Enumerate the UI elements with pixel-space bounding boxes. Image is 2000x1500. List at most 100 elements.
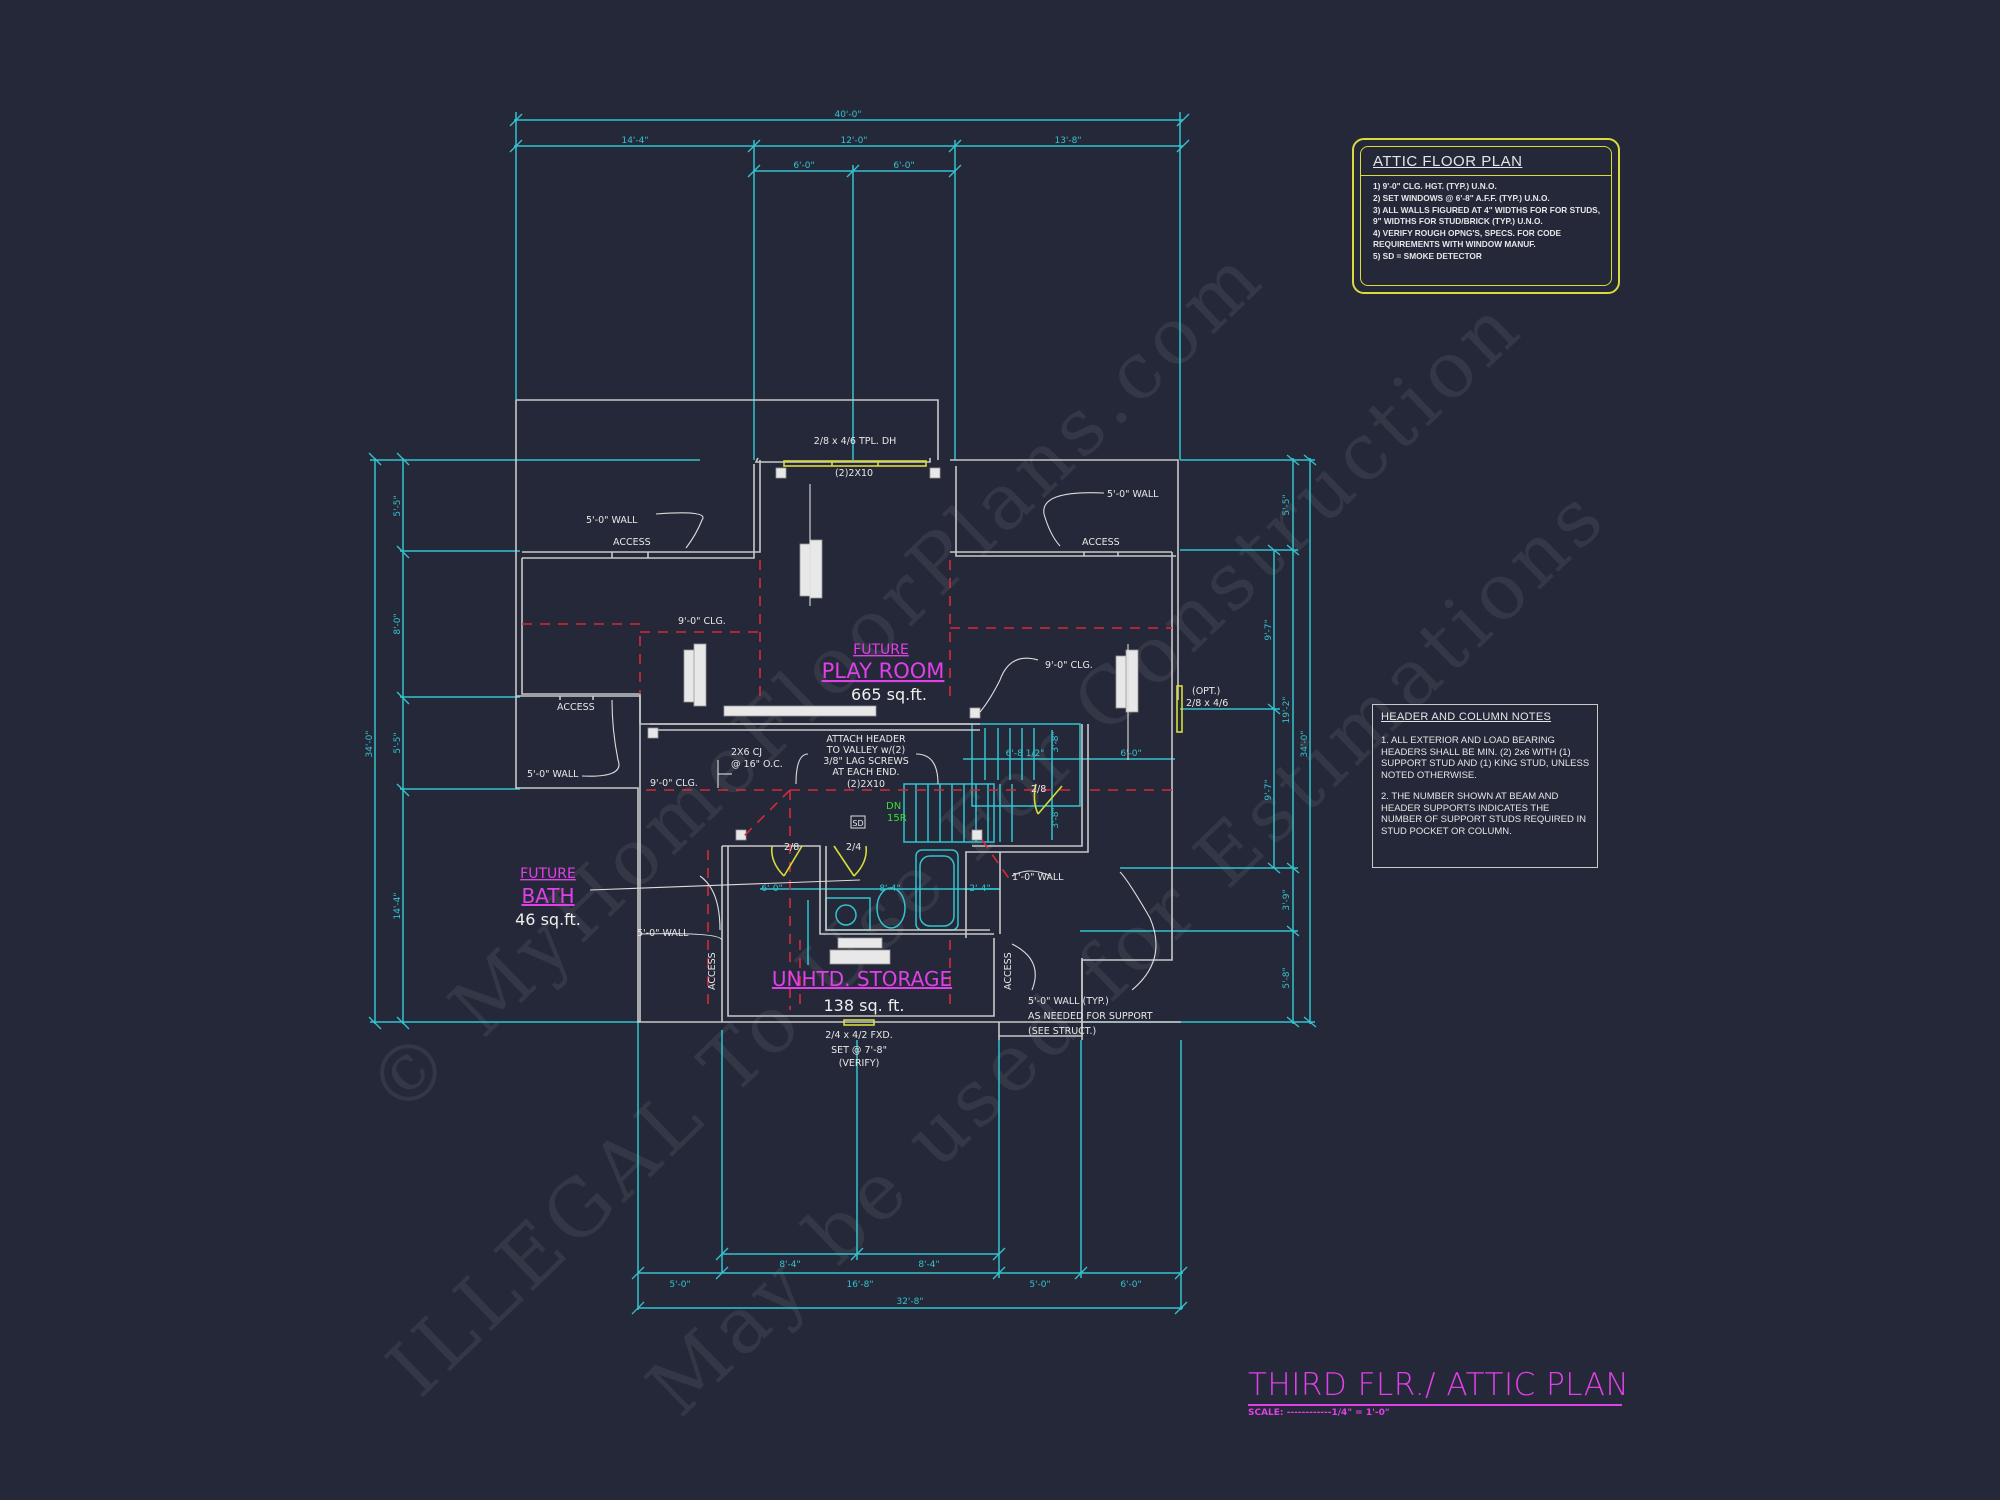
svg-text:UNHTD. STORAGE: UNHTD. STORAGE <box>772 967 952 991</box>
svg-text:ACCESS: ACCESS <box>1003 952 1014 990</box>
drawing-title: THIRD FLR./ ATTIC PLAN <box>1248 1366 1629 1406</box>
svg-text:1'-0" WALL: 1'-0" WALL <box>1012 872 1064 883</box>
svg-text:5'-0": 5'-0" <box>1029 1280 1050 1290</box>
svg-text:(2)2X10: (2)2X10 <box>847 779 885 790</box>
svg-text:5'-0" WALL (TYP.): 5'-0" WALL (TYP.) <box>1028 996 1109 1007</box>
svg-text:9'-7": 9'-7" <box>1264 619 1274 640</box>
svg-text:5'-0": 5'-0" <box>669 1280 690 1290</box>
svg-text:5'-5": 5'-5" <box>393 732 403 753</box>
svg-text:@ 16" O.C.: @ 16" O.C. <box>731 759 783 770</box>
svg-text:5'-8": 5'-8" <box>1282 967 1292 988</box>
svg-text:6'-8 1/2": 6'-8 1/2" <box>1006 749 1045 759</box>
svg-text:6'-0": 6'-0" <box>1120 749 1141 759</box>
svg-text:2/8: 2/8 <box>1031 784 1046 795</box>
room-label-storage: UNHTD. STORAGE 138 sq. ft. <box>772 967 952 1015</box>
svg-text:5'-5": 5'-5" <box>1282 494 1292 515</box>
smoke-detector-symbol: SD <box>852 819 863 828</box>
svg-text:138 sq. ft.: 138 sq. ft. <box>824 996 905 1015</box>
svg-text:8'-4": 8'-4" <box>879 884 900 894</box>
svg-text:ACCESS: ACCESS <box>1082 537 1120 548</box>
svg-text:ACCESS: ACCESS <box>707 952 718 990</box>
svg-text:34'-0": 34'-0" <box>1300 730 1310 757</box>
svg-text:46 sq.ft.: 46 sq.ft. <box>515 910 581 929</box>
svg-text:13'-8": 13'-8" <box>1054 136 1081 146</box>
svg-text:ATTACH HEADER: ATTACH HEADER <box>826 734 906 745</box>
attic-note-item: 5) SD = SMOKE DETECTOR <box>1373 251 1482 261</box>
svg-text:14'-4": 14'-4" <box>393 892 403 919</box>
attic-note-item: 2) SET WINDOWS @ 6'-8" A.F.F. (TYP.) U.N… <box>1373 193 1550 203</box>
stair <box>903 723 1081 843</box>
svg-text:2'-4": 2'-4" <box>969 884 990 894</box>
attic-notes-list: 1) 9'-0" CLG. HGT. (TYP.) U.N.O. 2) SET … <box>1373 181 1603 263</box>
svg-text:6'-0": 6'-0" <box>1120 1280 1141 1290</box>
svg-text:BATH: BATH <box>521 884 574 908</box>
svg-text:8'-4": 8'-4" <box>779 1260 800 1270</box>
svg-text:(SEE STRUCT.): (SEE STRUCT.) <box>1028 1026 1096 1037</box>
drawing-title-block: THIRD FLR./ ATTIC PLAN SCALE: ----------… <box>1248 1366 1629 1418</box>
svg-text:2/4: 2/4 <box>846 842 861 853</box>
svg-text:6'-0": 6'-0" <box>893 161 914 171</box>
ceiling-lines <box>522 560 1172 1010</box>
svg-text:AT EACH END.: AT EACH END. <box>832 767 899 778</box>
svg-text:2X6 CJ: 2X6 CJ <box>731 747 762 758</box>
svg-text:ACCESS: ACCESS <box>557 702 595 713</box>
windows <box>770 460 1183 1026</box>
svg-text:665 sq.ft.: 665 sq.ft. <box>851 685 927 704</box>
svg-text:16'-8": 16'-8" <box>846 1280 873 1290</box>
svg-text:AS NEEDED FOR SUPPORT: AS NEEDED FOR SUPPORT <box>1028 1011 1153 1022</box>
svg-text:3/8" LAG SCREWS: 3/8" LAG SCREWS <box>823 756 909 767</box>
attic-notes-divider <box>1361 175 1611 176</box>
dimension-lines <box>368 112 1317 1315</box>
attic-notes-box: ATTIC FLOOR PLAN 1) 9'-0" CLG. HGT. (TYP… <box>1352 138 1620 294</box>
svg-text:5'-0" WALL: 5'-0" WALL <box>637 928 689 939</box>
svg-text:32'-8": 32'-8" <box>896 1297 923 1307</box>
svg-text:6'-0": 6'-0" <box>793 161 814 171</box>
header-note-item: 2. THE NUMBER SHOWN AT BEAM AND HEADER S… <box>1381 791 1586 837</box>
svg-text:SET @ 7'-8": SET @ 7'-8" <box>831 1045 887 1056</box>
attic-notes-title: ATTIC FLOOR PLAN <box>1373 153 1523 170</box>
svg-text:5'-0" WALL: 5'-0" WALL <box>1107 489 1159 500</box>
svg-text:15R: 15R <box>887 813 907 824</box>
svg-text:5'-5": 5'-5" <box>393 495 403 516</box>
room-label-bath: FUTURE BATH 46 sq.ft. <box>515 866 581 929</box>
svg-text:9'-0" CLG.: 9'-0" CLG. <box>1045 660 1093 671</box>
svg-text:FUTURE: FUTURE <box>853 642 909 658</box>
scale-label: SCALE: <box>1248 1408 1284 1418</box>
svg-text:2/8 x 4/6: 2/8 x 4/6 <box>1186 698 1228 709</box>
attic-note-item: 4) VERIFY ROUGH OPNG'S, SPECS. FOR CODE … <box>1373 228 1562 249</box>
svg-text:(2)2X10: (2)2X10 <box>835 468 873 479</box>
header-notes-title: HEADER AND COLUMN NOTES <box>1381 711 1552 723</box>
svg-text:PLAY ROOM: PLAY ROOM <box>822 659 945 683</box>
svg-text:19'-2": 19'-2" <box>1282 696 1292 723</box>
svg-text:ACCESS: ACCESS <box>613 537 651 548</box>
svg-text:2/8: 2/8 <box>784 842 799 853</box>
svg-text:5'-0" WALL: 5'-0" WALL <box>527 769 579 780</box>
svg-text:12'-0": 12'-0" <box>840 136 867 146</box>
svg-text:6'-0": 6'-0" <box>761 884 782 894</box>
room-label-play-room: FUTURE PLAY ROOM 665 sq.ft. <box>822 642 945 704</box>
svg-text:8'-4": 8'-4" <box>918 1260 939 1270</box>
header-note-item: 1. ALL EXTERIOR AND LOAD BEARING HEADERS… <box>1381 735 1590 781</box>
svg-text:3'-8": 3'-8" <box>1051 807 1061 828</box>
leader-lines <box>581 484 1157 991</box>
headers-beams <box>647 467 1139 965</box>
svg-text:9'-7": 9'-7" <box>1264 779 1274 800</box>
dimension-text: 40'-0" 14'-4" 12'-0" 13'-8" 6'-0" 6'-0" … <box>365 110 1310 1307</box>
svg-text:2/8 x 4/6 TPL. DH: 2/8 x 4/6 TPL. DH <box>814 436 897 447</box>
header-notes-list: 1. ALL EXTERIOR AND LOAD BEARING HEADERS… <box>1381 735 1591 847</box>
svg-text:14'-4": 14'-4" <box>621 136 648 146</box>
svg-text:34'-0": 34'-0" <box>365 730 375 757</box>
drawing-scale: SCALE: ------------1/4" = 1'-0" <box>1248 1408 1622 1418</box>
attic-note-item: 3) ALL WALLS FIGURED AT 4" WIDTHS FOR FO… <box>1373 205 1601 226</box>
svg-text:FUTURE: FUTURE <box>520 866 576 882</box>
svg-text:8'-0": 8'-0" <box>393 613 403 634</box>
svg-text:DN: DN <box>886 801 901 812</box>
svg-text:5'-0" WALL: 5'-0" WALL <box>586 515 638 526</box>
svg-text:TO VALLEY w/(2): TO VALLEY w/(2) <box>826 745 906 756</box>
header-column-notes-box: HEADER AND COLUMN NOTES 1. ALL EXTERIOR … <box>1372 704 1598 868</box>
svg-text:3'-9": 3'-9" <box>1282 889 1292 910</box>
svg-text:(OPT.): (OPT.) <box>1192 686 1220 697</box>
attic-note-item: 1) 9'-0" CLG. HGT. (TYP.) U.N.O. <box>1373 181 1497 191</box>
annotations: 2/8 x 4/6 TPL. DH (2)2X10 5'-0" WALL ACC… <box>527 436 1228 1069</box>
